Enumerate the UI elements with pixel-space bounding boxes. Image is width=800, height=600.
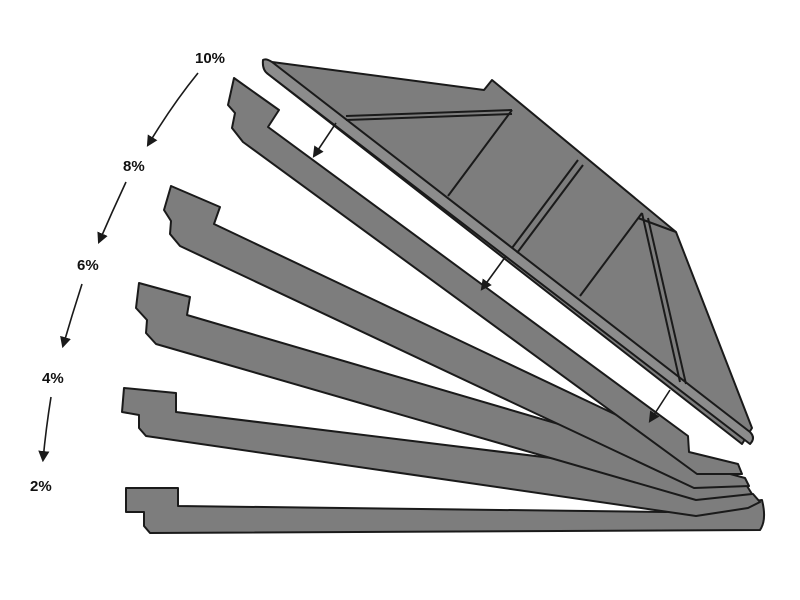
slope-label-4: 4% bbox=[42, 370, 64, 387]
arrow-roof-1 bbox=[312, 122, 337, 158]
slope-label-10: 10% bbox=[195, 50, 225, 67]
arrow-6-to-4 bbox=[60, 283, 83, 349]
panel-6-percent bbox=[135, 282, 753, 501]
panel-4-percent bbox=[121, 387, 761, 517]
panel-10-percent bbox=[227, 77, 743, 475]
slope-label-6: 6% bbox=[77, 257, 99, 274]
slope-label-8: 8% bbox=[123, 158, 145, 175]
arrow-roof-2 bbox=[480, 255, 507, 291]
arrow-roof-3 bbox=[648, 389, 671, 423]
panel-8-percent bbox=[163, 185, 750, 489]
arrow-4-to-2 bbox=[38, 396, 52, 463]
arrow-10-to-8 bbox=[146, 72, 199, 147]
roof-structure bbox=[261, 58, 754, 445]
arrow-8-to-6 bbox=[97, 181, 127, 245]
slope-label-2: 2% bbox=[30, 478, 52, 495]
